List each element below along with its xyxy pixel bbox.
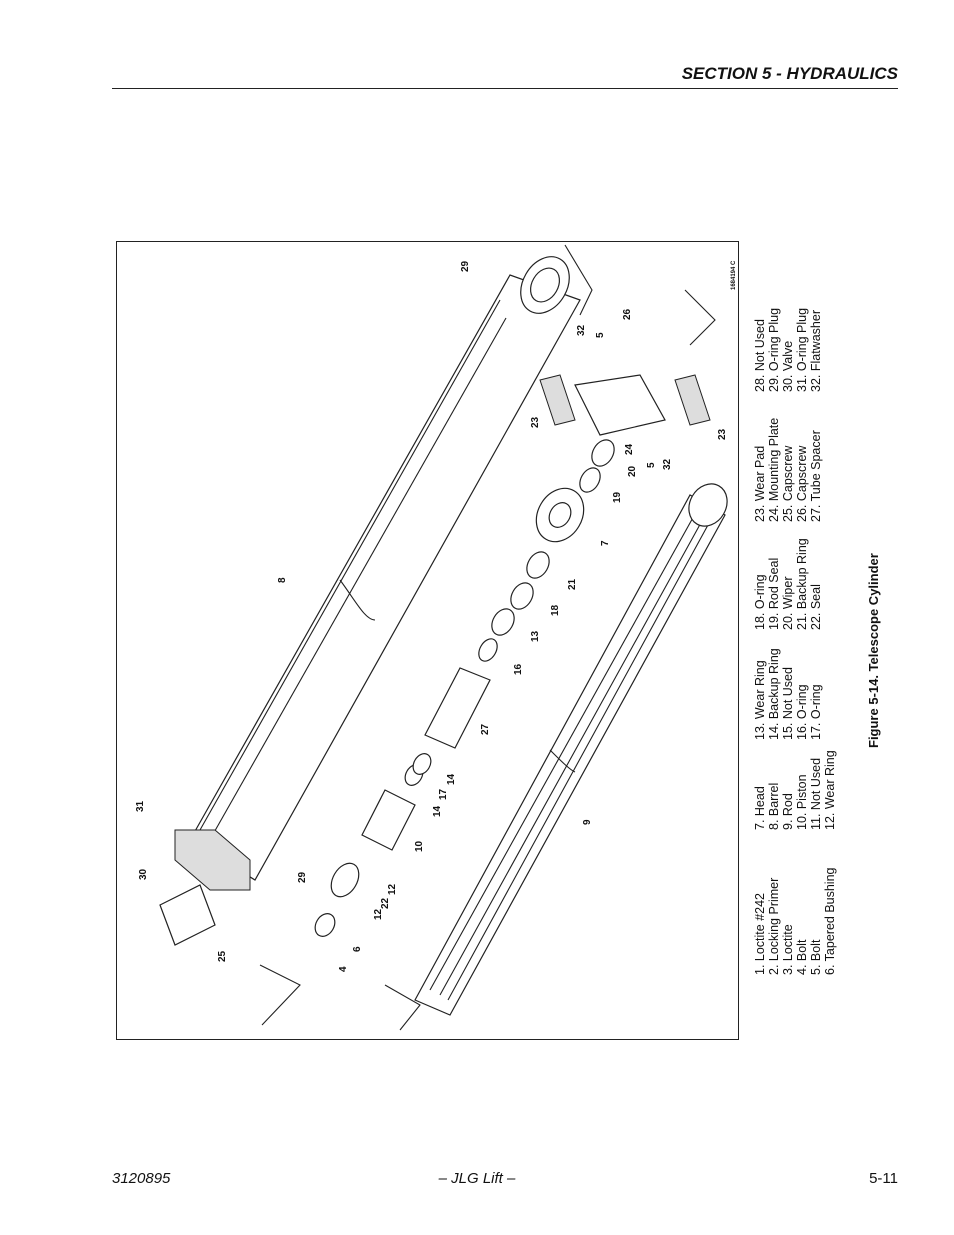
mounting-plate-part — [574, 374, 666, 436]
legend-item: 16. O-ring — [795, 684, 809, 740]
head-bore — [548, 502, 572, 528]
callout-label: 23 — [717, 428, 728, 440]
callout-label: 32 — [662, 458, 673, 470]
legend-item: 30. Valve — [781, 341, 795, 392]
legend-item: 6. Tapered Bushing — [823, 867, 837, 975]
callout-label: 5 — [646, 462, 657, 468]
callout-label: 20 — [627, 465, 638, 477]
callout-label: 8 — [277, 577, 288, 583]
callout-label: 12 — [373, 908, 384, 920]
callout-label: 14 — [446, 773, 457, 785]
legend-item: 8. Barrel — [767, 783, 781, 830]
doc-number: 3120895 — [112, 1170, 171, 1187]
callout-label: 12 — [387, 883, 398, 895]
callout-label: 23 — [530, 416, 541, 428]
legend-item: 9. Rod — [781, 793, 795, 830]
legend-item: 19. Rod Seal — [767, 558, 781, 630]
callout-label: 30 — [138, 868, 149, 880]
legend-item: 29. O-ring Plug — [767, 308, 781, 392]
legend-item: 27. Tube Spacer — [809, 430, 823, 522]
legend-item: 4. Bolt — [795, 939, 809, 975]
legend-item: 7. Head — [753, 786, 767, 830]
legend-item: 23. Wear Pad — [753, 446, 767, 522]
rod-part — [414, 483, 728, 1016]
legend-item: 26. Capscrew — [795, 445, 809, 522]
wear-pad-part-2 — [674, 374, 711, 426]
legend-item: 22. Seal — [809, 584, 823, 630]
bracket-top — [564, 244, 593, 316]
callout-label: 6 — [352, 946, 363, 952]
legend-item: 28. Not Used — [753, 319, 767, 392]
legend-item: 17. O-ring — [809, 684, 823, 740]
callout-label: 16 — [513, 663, 524, 675]
bracket-right — [684, 289, 716, 346]
callout-label: 10 — [414, 840, 425, 852]
legend-item: 13. Wear Ring — [753, 660, 767, 740]
legend-item: 31. O-ring Plug — [795, 308, 809, 392]
callout-label: 21 — [567, 578, 578, 590]
seal-rings — [314, 439, 615, 937]
callout-label: 32 — [576, 324, 587, 336]
drawing-number: 1684194 C — [731, 260, 737, 290]
callout-label: 14 — [432, 805, 443, 817]
figure-frame — [116, 241, 739, 1040]
callout-label: 22 — [380, 897, 391, 909]
callout-label: 18 — [550, 604, 561, 616]
callout-label: 5 — [595, 332, 606, 338]
legend-item: 15. Not Used — [781, 667, 795, 740]
callout-label: 4 — [338, 966, 349, 972]
legend-item: 32. Flatwasher — [809, 310, 823, 392]
callout-label: 27 — [480, 723, 491, 735]
legend-item: 3. Loctite — [781, 924, 795, 975]
callout-label: 26 — [622, 308, 633, 320]
legend-item: 18. O-ring — [753, 574, 767, 630]
legend-item: 1. Loctite #242 — [753, 893, 767, 975]
bracket-rod — [384, 984, 421, 1031]
figure-caption: Figure 5-14. Telescope Cylinder — [866, 553, 881, 748]
bracket-left — [259, 964, 301, 1026]
legend-item: 24. Mounting Plate — [767, 418, 781, 522]
legend-item: 12. Wear Ring — [823, 750, 837, 830]
callout-label: 25 — [217, 950, 228, 962]
section-title: SECTION 5 - HYDRAULICS — [681, 64, 898, 83]
wear-pad-part-1 — [539, 374, 576, 426]
parts-legend: 1. Loctite #242 2. Locking Primer 3. Loc… — [753, 308, 837, 975]
footer-center: – JLG Lift – — [438, 1170, 516, 1187]
legend-item: 14. Backup Ring — [767, 648, 781, 740]
page-number: 5-11 — [869, 1170, 898, 1187]
barrel-part — [174, 256, 581, 891]
callouts: 29 31 30 25 4 6 12 22 12 10 14 17 14 27 … — [135, 260, 728, 972]
callout-label: 19 — [612, 491, 623, 503]
callout-label: 31 — [135, 800, 146, 812]
legend-item: 11. Not Used — [809, 758, 823, 830]
callout-label: 29 — [297, 871, 308, 883]
piston-part — [361, 789, 416, 851]
legend-item: 20. Wiper — [781, 577, 795, 631]
header-rule — [112, 88, 898, 89]
callout-label: 29 — [460, 260, 471, 272]
tube-spacer-part — [424, 667, 491, 749]
callout-label: 7 — [600, 540, 611, 546]
callout-label: 24 — [624, 443, 635, 455]
callout-label: 9 — [582, 819, 593, 825]
callout-label: 17 — [438, 788, 449, 800]
valve-part — [159, 884, 216, 946]
legend-item: 10. Piston — [795, 774, 809, 830]
legend-item: 2. Locking Primer — [767, 878, 781, 975]
legend-item: 25. Capscrew — [781, 445, 795, 522]
legend-item: 21. Backup Ring — [795, 538, 809, 630]
legend-item: 5. Bolt — [809, 939, 823, 975]
callout-label: 13 — [530, 630, 541, 642]
